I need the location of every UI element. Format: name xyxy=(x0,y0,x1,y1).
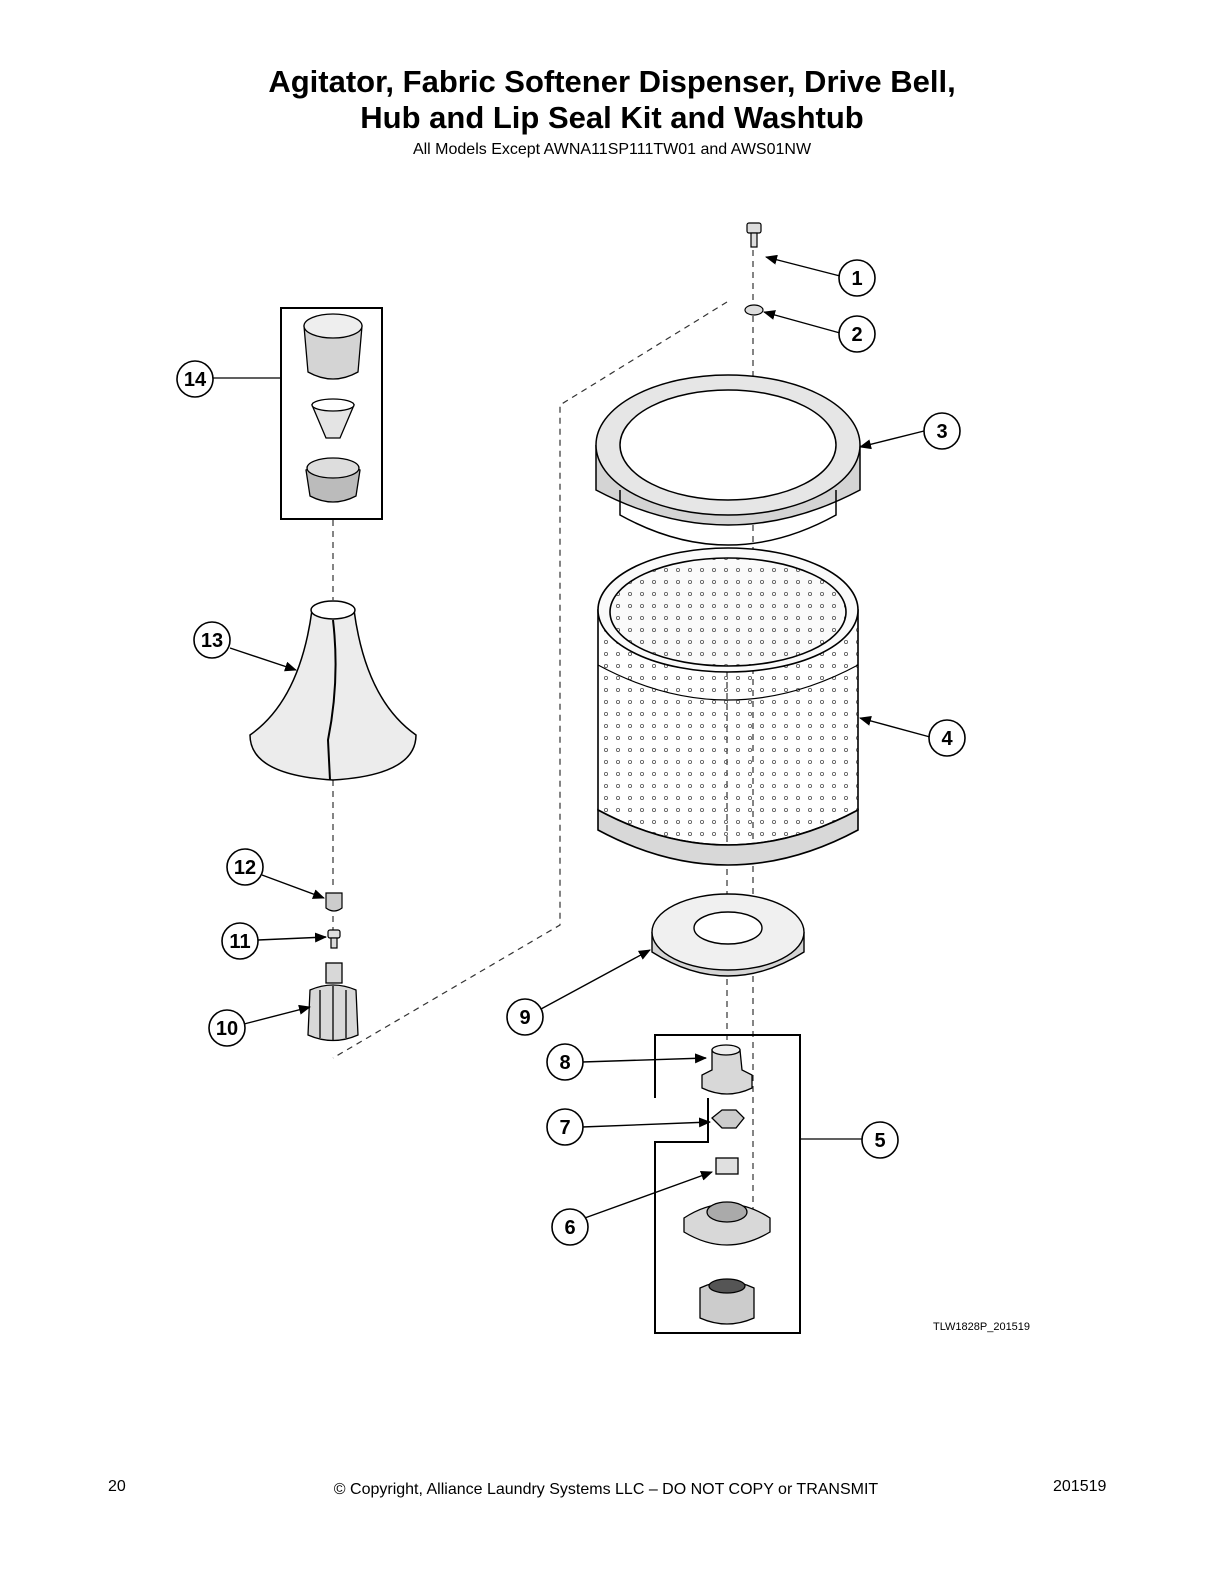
callout-markers: 1 2 3 4 5 6 7 8 9 10 11 12 13 14 xyxy=(176,259,966,1246)
callout-8: 8 xyxy=(546,1043,584,1081)
callout-2: 2 xyxy=(838,315,876,353)
svg-text:14: 14 xyxy=(184,369,207,391)
part-8-seal xyxy=(701,1044,753,1095)
svg-text:6: 6 xyxy=(564,1217,575,1239)
callout-4: 4 xyxy=(928,719,966,757)
part-14-box xyxy=(280,307,383,520)
copyright-notice: © Copyright, Alliance Laundry Systems LL… xyxy=(333,1481,879,1498)
svg-text:12: 12 xyxy=(234,857,256,879)
callout-10: 10 xyxy=(208,1009,246,1047)
svg-text:1: 1 xyxy=(851,268,862,290)
callout-leaders xyxy=(229,254,931,1220)
svg-text:13: 13 xyxy=(201,630,223,652)
svg-text:7: 7 xyxy=(559,1117,570,1139)
part-9-drive-plate xyxy=(651,893,805,977)
part-2-washer xyxy=(744,304,764,316)
svg-text:2: 2 xyxy=(851,324,862,346)
callout-11: 11 xyxy=(221,922,259,960)
part-6-hub-assembly xyxy=(683,1157,771,1325)
part-10-agitator-base xyxy=(307,962,359,1042)
part-7-nut xyxy=(711,1109,745,1129)
callout-7: 7 xyxy=(546,1108,584,1146)
svg-text:5: 5 xyxy=(874,1130,885,1152)
part-14-dispenser xyxy=(303,313,363,503)
callout-13: 13 xyxy=(193,621,231,659)
part-3-balance-ring xyxy=(595,374,861,546)
page-title-line-1: Agitator, Fabric Softener Dispenser, Dri… xyxy=(268,64,956,99)
svg-text:8: 8 xyxy=(559,1052,570,1074)
part-12-cap xyxy=(325,892,343,912)
document-code: 201519 xyxy=(1053,1478,1107,1495)
page-title-line-2: Hub and Lip Seal Kit and Washtub xyxy=(360,100,864,135)
page-number: 20 xyxy=(108,1478,126,1495)
svg-text:9: 9 xyxy=(519,1007,530,1029)
part-4-wash-basket xyxy=(597,547,859,866)
callout-6: 6 xyxy=(551,1208,589,1246)
page-subtitle: All Models Except AWNA11SP111TW01 and AW… xyxy=(412,141,812,158)
svg-text:11: 11 xyxy=(229,931,250,953)
drawing-code: TLW1828P_201519 xyxy=(933,1321,1030,1333)
callout-3: 3 xyxy=(923,412,961,450)
callout-9: 9 xyxy=(506,998,544,1036)
part-1-bolt xyxy=(746,222,762,248)
part-5-kit-box xyxy=(654,1034,801,1334)
callout-12: 12 xyxy=(226,848,264,886)
part-11-bolt xyxy=(327,929,341,949)
part-13-agitator xyxy=(249,600,417,781)
callout-5: 5 xyxy=(861,1121,899,1159)
callout-1: 1 xyxy=(838,259,876,297)
svg-text:4: 4 xyxy=(941,728,953,750)
svg-text:10: 10 xyxy=(216,1018,238,1040)
svg-text:3: 3 xyxy=(936,421,947,443)
callout-14: 14 xyxy=(176,360,214,398)
